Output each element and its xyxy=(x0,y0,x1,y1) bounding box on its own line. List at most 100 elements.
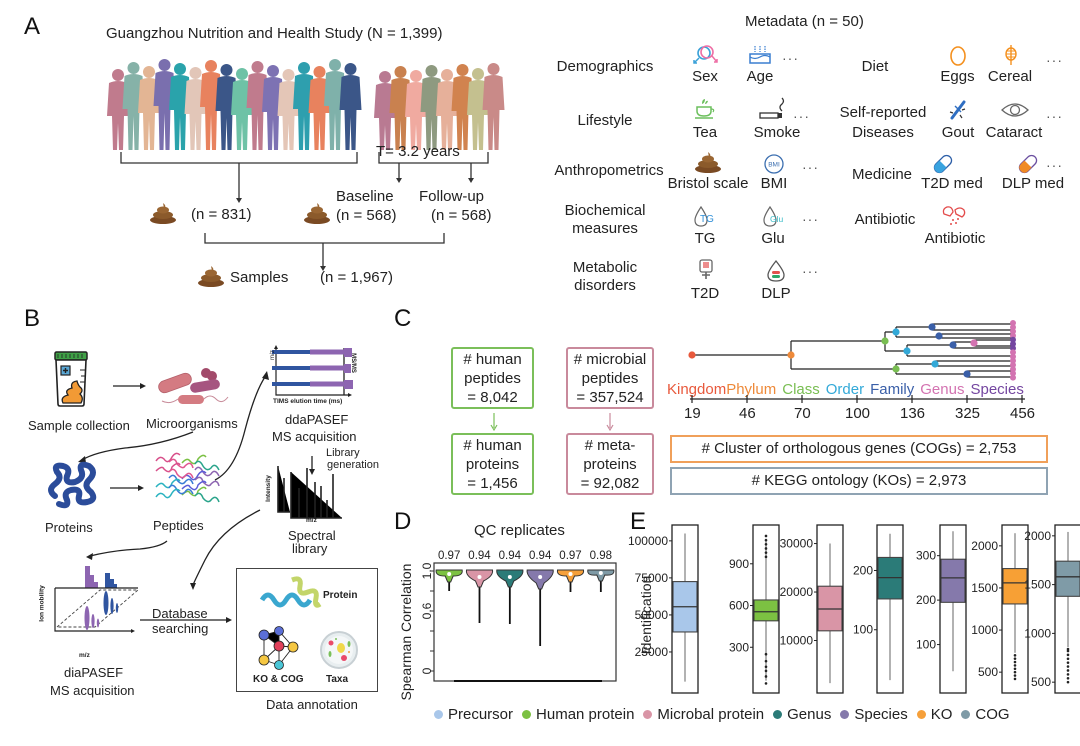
boxplot-outlier xyxy=(764,669,768,673)
peptide-strand xyxy=(168,484,194,495)
microbial-peptides-value: = 357,524 xyxy=(576,388,644,406)
panel-d-letter: D xyxy=(394,508,412,535)
legend-item-human-protein: Human protein xyxy=(522,706,634,723)
violin-cog xyxy=(587,569,615,582)
boxplot-y-tick-label: 10000 xyxy=(780,634,814,648)
data-annotation-title: Data annotation xyxy=(266,697,358,712)
spectral-title-line2: library xyxy=(292,541,328,556)
boxplot-outlier xyxy=(1066,665,1070,668)
arrow-human-peptides-to-proteins xyxy=(490,413,498,432)
boxplot-outlier xyxy=(764,538,768,542)
ko-count-box: # KEGG ontology (KOs) = 2,973 xyxy=(670,467,1048,495)
category-metabolic-line1: Metabolic xyxy=(572,259,638,276)
item-dlp: DLP xyxy=(761,285,791,302)
microorganisms-label: Microorganisms xyxy=(146,416,238,431)
dia-y-axis-label: Ion mobility xyxy=(38,585,46,622)
boxplot-y-tick-label: 900 xyxy=(729,557,749,571)
metaproteins-box: # meta- proteins = 92,082 xyxy=(566,433,654,495)
taxonomy-rank-species: Species xyxy=(970,381,1024,398)
microbial-peptides-line1: # microbial xyxy=(573,350,647,368)
followup-person-silhouette xyxy=(482,63,505,150)
followup-person-silhouette xyxy=(420,65,443,150)
taxonomy-count-species: 456 xyxy=(1010,405,1036,422)
legend-item-precursor: Precursor xyxy=(434,706,513,723)
boxplot-outlier xyxy=(1066,673,1070,676)
peptide-strand xyxy=(194,492,220,503)
boxplot-outlier xyxy=(764,682,768,685)
boxplot-outlier xyxy=(1013,677,1017,681)
tree-leaf-node xyxy=(1010,362,1016,368)
sample-container-icon xyxy=(54,351,88,407)
boxplot-outlier xyxy=(1066,649,1070,653)
tree-leaf-node xyxy=(1010,374,1016,381)
spectral-y-axis-label: Intensity xyxy=(264,475,272,502)
annotation-ko-cog-label: KO & COG xyxy=(253,674,304,685)
category-self-reported-line1: Self-reported xyxy=(839,104,927,121)
legend-label: COG xyxy=(975,706,1010,723)
legend-dot-icon xyxy=(961,710,971,719)
boxplot-outlier xyxy=(764,675,768,678)
boxplot-box-cog xyxy=(1055,560,1080,597)
tree-leaf-node xyxy=(1010,370,1016,377)
dia-title-line2: MS acquisition xyxy=(50,683,135,698)
wheat-icon xyxy=(1005,45,1017,65)
boxplot-y-tick-label: 30000 xyxy=(780,537,814,551)
boxplot-box-species xyxy=(940,558,966,603)
data-annotation-box xyxy=(236,568,378,692)
human-proteins-line1: # human xyxy=(463,436,522,454)
boxplot-y-tick-label: 1500 xyxy=(1024,578,1051,592)
taxonomy-count-family: 136 xyxy=(900,405,926,422)
legend-item-genus: Genus xyxy=(773,706,831,723)
boxplot-box-ko xyxy=(1002,568,1028,605)
peptide-strand xyxy=(181,454,207,465)
dda-x-axis-label: TIMS elution time (ms) xyxy=(273,398,343,405)
boxplot-outlier xyxy=(764,551,768,554)
boxplot-outlier xyxy=(1013,674,1017,677)
boxplot-y-tick-label: 100000 xyxy=(628,534,668,548)
broken-pill-icon xyxy=(942,206,966,225)
boxplot-outlier xyxy=(1013,667,1017,671)
item-age: Age xyxy=(746,68,774,85)
population-silhouettes xyxy=(107,59,505,150)
boxplot-y-tick-label: 2000 xyxy=(1024,529,1051,543)
legend-item-ko: KO xyxy=(916,706,952,723)
legend-dot-icon xyxy=(773,710,783,719)
d-y-tick-label: 1.0 xyxy=(420,562,434,579)
item-cereal: Cereal xyxy=(987,68,1033,85)
svg-text:Glu: Glu xyxy=(770,214,784,224)
person-silhouette xyxy=(339,63,362,150)
boxplot-outlier xyxy=(764,652,768,656)
cigarette-icon xyxy=(759,97,785,119)
boxplot-outlier xyxy=(1066,647,1070,651)
taxonomy-count-genus: 325 xyxy=(955,405,981,422)
legend-dot-icon xyxy=(840,710,850,719)
bmi-icon: BMI xyxy=(764,154,784,174)
followup-label: Follow-up xyxy=(419,188,485,205)
more-biochemical: ··· xyxy=(802,211,819,227)
panel-e-letter: E xyxy=(630,508,647,535)
category-antibiotic: Antibiotic xyxy=(854,211,916,228)
spectral-title-line1: Spectral xyxy=(288,528,336,543)
database-searching-line2: searching xyxy=(152,621,209,636)
boxplot-y-tick-label: 300 xyxy=(916,549,936,563)
tree-leaf-node xyxy=(1010,341,1016,347)
legend-item-cog: COG xyxy=(961,706,1010,723)
violin-median-label: 0.97 xyxy=(559,550,581,562)
peptide-strand xyxy=(155,488,181,499)
tree-node-family xyxy=(963,370,971,378)
item-t2d-med: T2D med xyxy=(921,175,983,192)
peptide-strand xyxy=(168,458,194,469)
panel-c-letter: C xyxy=(394,305,412,332)
human-peptides-box: # human peptides = 8,042 xyxy=(451,347,534,409)
microbial-peptides-line2: peptides xyxy=(581,369,639,387)
more-anthropometrics: ··· xyxy=(802,159,819,175)
taxonomy-count-kingdom: 19 xyxy=(684,405,701,422)
violin-median-label: 0.94 xyxy=(499,550,522,562)
bracket-longitudinal xyxy=(378,152,489,164)
tree-node-family xyxy=(928,323,936,331)
boxplot-outlier xyxy=(1013,660,1017,664)
violin-median-label: 0.98 xyxy=(590,550,612,562)
violin-median-label: 0.94 xyxy=(529,550,552,562)
svg-text:BMI: BMI xyxy=(768,162,780,169)
